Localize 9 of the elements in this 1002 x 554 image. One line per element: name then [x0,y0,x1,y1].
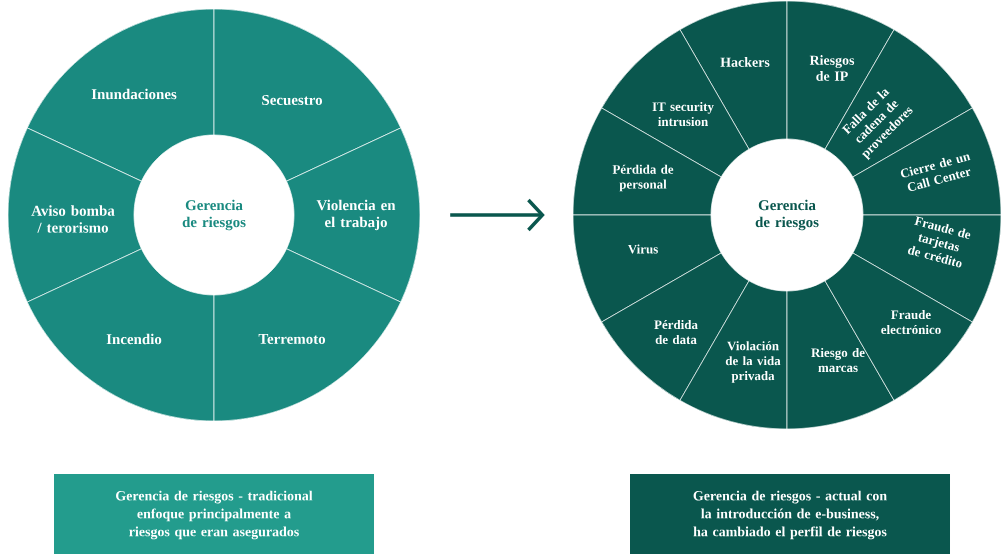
wheel-segment: Secuestro [213,8,402,182]
wheel-segment: Incendio [26,248,215,422]
wheel-segment: Violencia en el trabajo [286,127,421,303]
caption-box: Gerencia de riesgos - tradicional enfoque principalmente a riesgos que eran asegurados [54,474,374,554]
wheel-segment: Inundaciones [26,8,215,182]
wheel-segment: Terremoto [213,248,402,422]
caption-box: Gerencia de riesgos - actual con la introducción de e-business, ha cambiado el perfil de riesgos [630,474,950,554]
wheel-segment: Aviso bomba / terorismo [7,127,142,303]
arrow [450,198,545,232]
